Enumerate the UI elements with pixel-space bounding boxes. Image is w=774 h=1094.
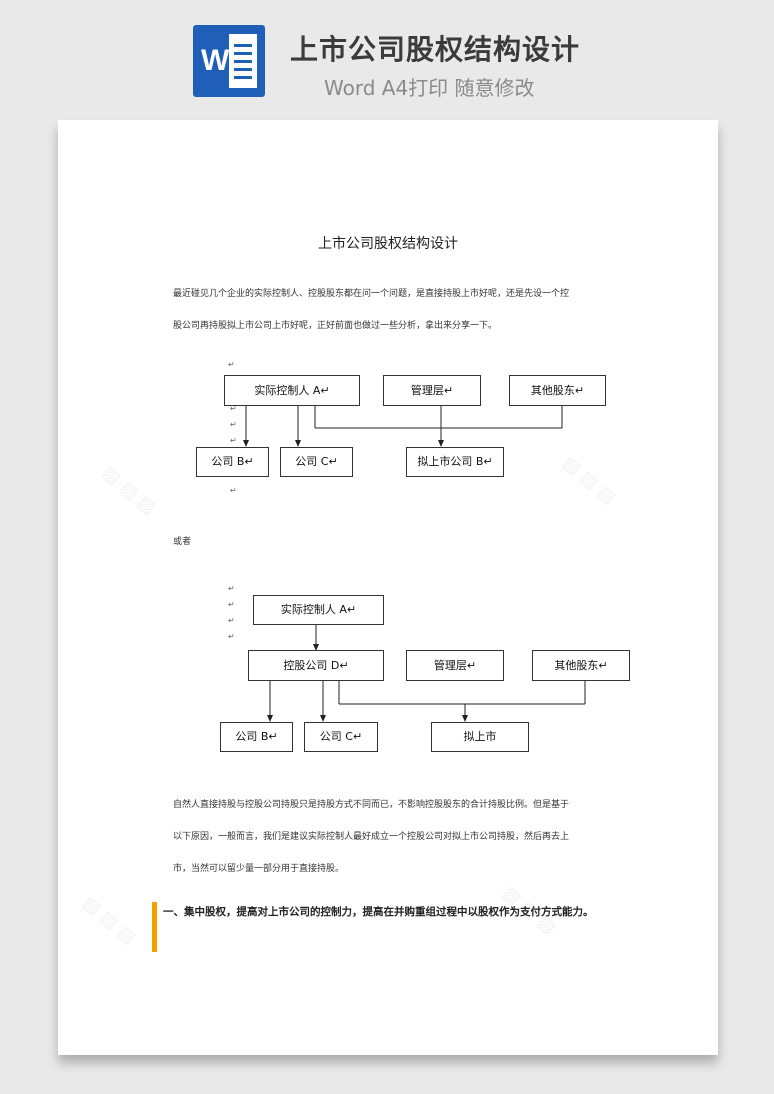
body-paragraph-line-1: 自然人直接持股与控股公司持股只是持股方式不同而已，不影响控股股东的合计持股比例。… — [173, 800, 570, 810]
word-document-icon: W — [193, 25, 265, 97]
ownership-diagram-2-connectors — [267, 625, 586, 722]
watermark: ▨ ▨ ▨ — [78, 892, 140, 949]
diagram2-listing-box: 拟上市 — [431, 722, 529, 752]
document-title: 上市公司股权结构设计 — [318, 236, 458, 252]
page-subtitle: Word A4打印 随意修改 — [324, 76, 535, 100]
body-paragraph-line-3: 市，当然可以留少量一部分用于直接持股。 — [173, 864, 345, 874]
header: W 上市公司股权结构设计 Word A4打印 随意修改 — [0, 0, 774, 110]
word-icon-page — [229, 34, 257, 88]
diagram2-company-b-box: 公司 B↵ — [220, 722, 293, 752]
diagram1-listing-company-box: 拟上市公司 B↵ — [406, 447, 504, 477]
diagram1-other-shareholders-box: 其他股东↵ — [509, 375, 606, 406]
intro-paragraph-line-1: 最近碰见几个企业的实际控制人、控股股东都在问一个问题，是直接持股上市好呢，还是先… — [173, 289, 570, 299]
paragraph-mark: ↵ — [230, 404, 237, 413]
section-accent-bar — [152, 902, 157, 952]
paragraph-mark: ↵ — [230, 436, 237, 445]
paragraph-mark: ↵ — [230, 486, 237, 495]
paragraph-mark: ↵ — [228, 632, 235, 641]
or-text: 或者 — [173, 537, 192, 547]
diagram1-management-box: 管理层↵ — [383, 375, 481, 406]
ownership-diagram-1-connectors — [243, 406, 563, 447]
section-heading: 一、集中股权，提高对上市公司的控制力，提高在并购重组过程中以股权作为支付方式能力… — [163, 906, 594, 918]
diagram2-holding-company-box: 控股公司 D↵ — [248, 650, 384, 681]
diagram1-controller-box: 实际控制人 A↵ — [224, 375, 360, 406]
diagram2-management-box: 管理层↵ — [406, 650, 504, 681]
diagram2-other-shareholders-box: 其他股东↵ — [532, 650, 630, 681]
body-paragraph-line-2: 以下原因，一般而言，我们是建议实际控制人最好成立一个控股公司对拟上市公司持股，然… — [173, 832, 570, 842]
page-title: 上市公司股权结构设计 — [290, 33, 581, 66]
diagram2-controller-box: 实际控制人 A↵ — [253, 595, 384, 625]
paragraph-mark: ↵ — [228, 584, 235, 593]
word-icon-letter: W — [201, 44, 230, 77]
paragraph-mark: ↵ — [228, 600, 235, 609]
paragraph-mark: ↵ — [230, 420, 237, 429]
intro-paragraph-line-2: 股公司再持股拟上市公司上市好呢，正好前面也做过一些分析，拿出来分享一下。 — [173, 321, 498, 331]
paragraph-mark: ↵ — [228, 360, 235, 369]
diagram2-company-c-box: 公司 C↵ — [304, 722, 378, 752]
paragraph-mark: ↵ — [228, 616, 235, 625]
diagram1-company-b-box: 公司 B↵ — [196, 447, 269, 477]
document-page: 上市公司股权结构设计 最近碰见几个企业的实际控制人、控股股东都在问一个问题，是直… — [58, 120, 718, 1055]
diagram1-company-c-box: 公司 C↵ — [280, 447, 353, 477]
